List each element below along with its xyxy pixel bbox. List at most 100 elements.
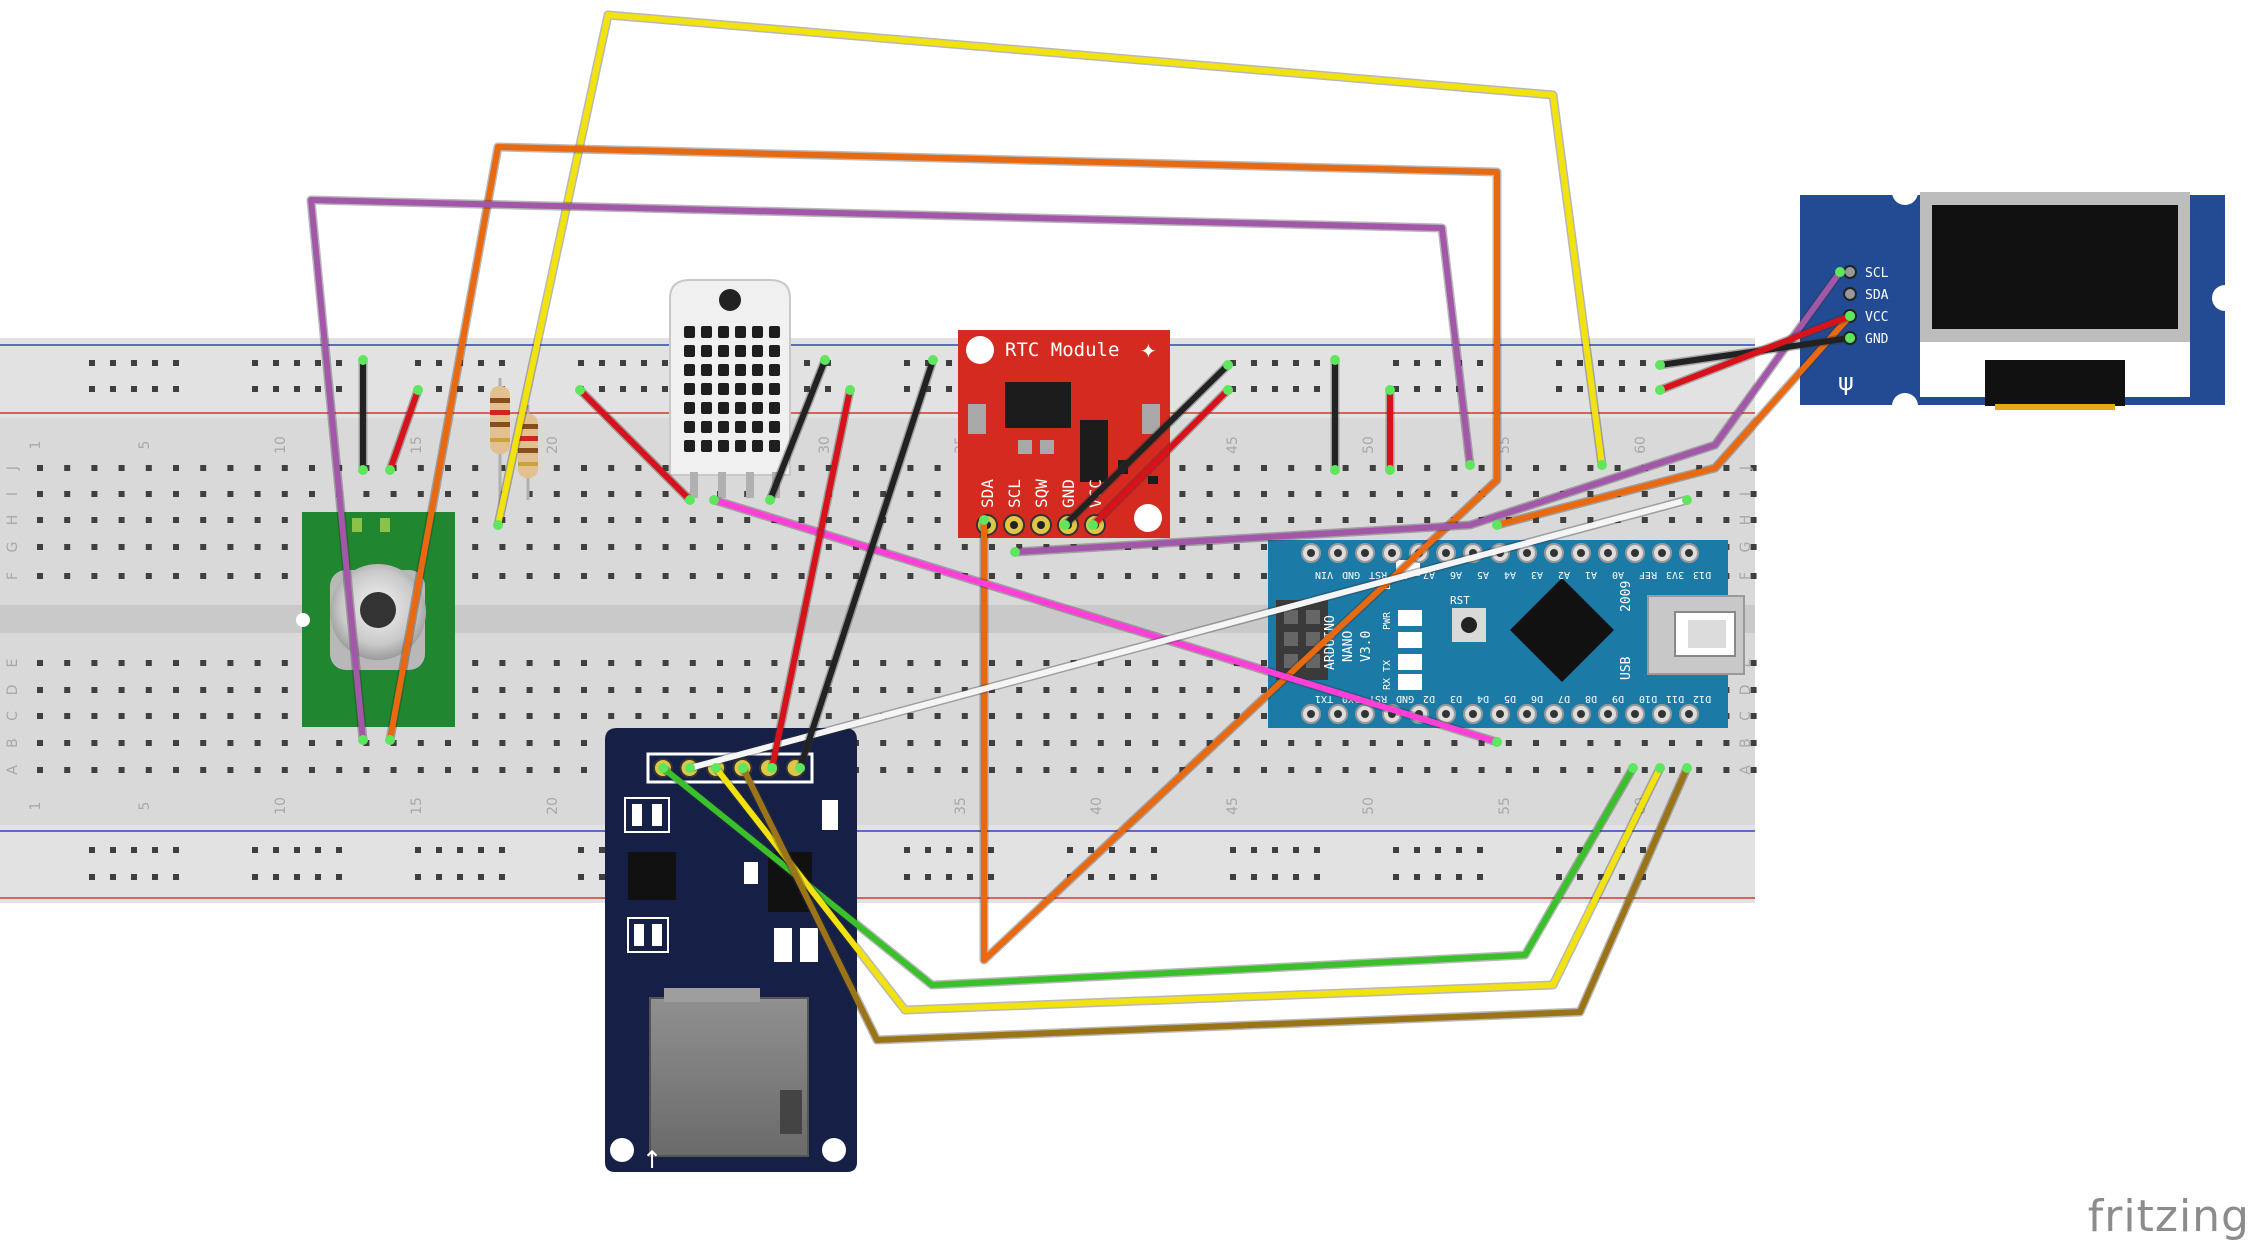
wire-endpoint[interactable] [1385,465,1395,475]
nano-pin-label: VIN [1315,569,1333,580]
wire-endpoint[interactable] [1628,763,1638,773]
breadboard-rail-hole [946,386,952,392]
wire-endpoint[interactable] [1010,547,1020,557]
wire-endpoint[interactable] [358,465,368,475]
dht-vent [718,421,729,433]
breadboard-hole [1750,573,1757,579]
wire-endpoint[interactable] [1385,385,1395,395]
breadboard-hole [472,713,479,719]
wire-red[interactable] [577,387,693,503]
breadboard-hole [254,767,261,773]
wire-red[interactable] [1090,387,1231,528]
wire-endpoint[interactable] [1492,520,1502,530]
breadboard-hole [281,713,288,719]
breadboard-rail-hole [578,874,584,880]
wire-endpoint[interactable] [1330,355,1340,365]
breadboard-rail-hole [1230,386,1236,392]
wire-endpoint[interactable] [1835,267,1845,277]
wire-endpoint[interactable] [1655,763,1665,773]
breadboard-rail-hole [336,386,342,392]
dht-vent [752,345,763,357]
wire-endpoint[interactable] [1465,460,1475,470]
wire-endpoint[interactable] [685,763,695,773]
wire-orange[interactable] [1494,313,1853,528]
wire-endpoint[interactable] [711,763,721,773]
column-number: 1 [28,802,44,811]
wire-endpoint[interactable] [1655,360,1665,370]
breadboard-rail-hole [1151,874,1157,880]
dht-grill [684,326,780,452]
wire-endpoint[interactable] [1223,360,1233,370]
wire-black[interactable] [1062,362,1231,528]
breadboard-hole [553,517,560,523]
wire-pink[interactable] [711,497,1500,745]
wire-endpoint[interactable] [358,735,368,745]
breadboard-rail-hole [904,874,910,880]
wire-endpoint[interactable] [928,355,938,365]
wire-yellow[interactable] [495,12,1605,528]
breadboard-hole [145,544,152,550]
nano-pin-label: D5 [1504,693,1516,704]
wire-endpoint[interactable] [738,763,748,773]
breadboard-hole [1451,465,1458,471]
wire-red[interactable] [1657,313,1853,393]
wire-brown[interactable] [740,765,1690,1043]
wire-white[interactable] [687,497,1690,771]
wire-endpoint[interactable] [1223,385,1233,395]
breadboard-rail-hole [1598,847,1604,853]
wire-endpoint[interactable] [795,763,805,773]
breadboard-hole [907,740,914,746]
breadboard-hole [1233,517,1240,523]
breadboard-hole [1261,740,1267,746]
wire-endpoint[interactable] [1682,763,1692,773]
wire-endpoint[interactable] [493,520,503,530]
wire-endpoint[interactable] [658,763,668,773]
wire-endpoint[interactable] [358,355,368,365]
wire-endpoint[interactable] [385,465,395,475]
wire-endpoint[interactable] [709,495,719,505]
wire-endpoint[interactable] [1330,465,1340,475]
breadboard-hole [1288,740,1295,746]
column-number: 30 [817,436,833,454]
breadboard-hole [1560,767,1567,773]
wire-endpoint[interactable] [845,385,855,395]
wire-endpoint[interactable] [1060,520,1070,530]
breadboard-hole [145,660,152,666]
wire-endpoint[interactable] [1682,495,1692,505]
rtc-mount-hole [1134,504,1162,532]
wire-endpoint[interactable] [1655,385,1665,395]
wire-endpoint[interactable] [765,495,775,505]
wire-endpoint[interactable] [685,495,695,505]
breadboard-hole [445,767,451,773]
nano-pin-label: D6 [1531,693,1543,704]
wire-endpoint[interactable] [1845,311,1855,321]
breadboard-hole [145,573,152,579]
wire-endpoint[interactable] [1088,520,1098,530]
wire-endpoint[interactable] [385,735,395,745]
breadboard-hole [1261,713,1267,719]
wire-endpoint[interactable] [1845,333,1855,343]
wire-endpoint[interactable] [1492,737,1502,747]
wire-endpoint[interactable] [979,515,989,525]
wire-purple[interactable] [1012,269,1843,555]
nano-led-label: L [1382,584,1393,590]
wire-endpoint[interactable] [575,385,585,395]
wire-endpoint[interactable] [413,385,423,395]
breadboard-hole [145,491,152,497]
breadboard-rail-hole [904,847,910,853]
wire-orange[interactable] [387,144,1500,963]
breadboard-hole [1342,465,1349,471]
wire-black[interactable] [767,357,828,503]
breadboard-hole [961,660,968,666]
wire-endpoint[interactable] [1597,460,1607,470]
wire-red[interactable] [769,387,853,771]
oled-pin [1843,265,1857,279]
dht-mount-hole [719,289,741,311]
wire-purple[interactable] [308,197,1473,743]
wire-endpoint[interactable] [767,763,777,773]
wire-black[interactable] [797,357,936,771]
wire-red[interactable] [387,387,421,473]
breadboard-rail-hole [1556,360,1562,366]
wire-endpoint[interactable] [820,355,830,365]
wire-yellow[interactable] [713,765,1663,1013]
